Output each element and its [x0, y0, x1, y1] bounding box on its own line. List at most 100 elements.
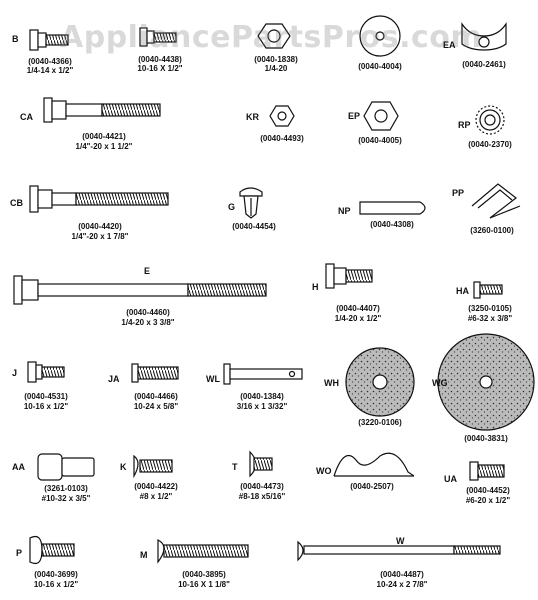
part-w-letter: W	[396, 536, 405, 546]
part-wh-drawing	[345, 347, 415, 417]
part-kr-drawing	[269, 105, 295, 127]
part-ua-letter: UA	[444, 474, 457, 484]
part-k-drawing	[133, 454, 173, 479]
part-rp-drawing	[475, 105, 505, 135]
part-ca-code: (0040-4421)	[82, 132, 126, 141]
part-wl-drawing	[223, 363, 303, 385]
part-ea-code: (0040-2461)	[462, 60, 506, 69]
part-b-letter: B	[12, 34, 19, 44]
part-k-letter: K	[120, 462, 127, 472]
part-ea-letter: EA	[443, 40, 456, 50]
part-ua-drawing	[469, 461, 505, 481]
part-j-drawing	[27, 361, 65, 383]
part-np-code: (0040-4308)	[370, 220, 414, 229]
part-ca-size: 1/4"-20 x 1 1/2"	[75, 142, 133, 151]
part-j-size: 10-16 x 1/2"	[23, 402, 69, 411]
part-ja-code: (0040-4466)	[134, 392, 178, 401]
part-m-size: 10-16 X 1 1/8"	[178, 580, 230, 589]
part-washer-code: (0040-4004)	[358, 62, 402, 71]
part-wl-letter: WL	[206, 374, 220, 384]
part-cb-size: 1/4"-20 x 1 7/8"	[71, 232, 129, 241]
part-ea-drawing	[461, 22, 507, 51]
part-pp-letter: PP	[452, 188, 465, 198]
part-p-size: 10-16 x 1/2"	[33, 580, 79, 589]
part-t-letter: T	[232, 462, 238, 472]
part-aa-size: #10-32 x 3/5"	[41, 494, 91, 503]
part-wg-drawing	[437, 333, 535, 431]
part-np-drawing	[359, 201, 426, 215]
part-w-code: (0040-4487)	[380, 570, 424, 579]
part-t-drawing	[249, 450, 273, 478]
part-aa-drawing	[37, 453, 95, 481]
part-d-size: 10-16 X 1/2"	[137, 64, 183, 73]
part-e-code: (0040-4460)	[126, 308, 170, 317]
part-p-drawing	[29, 535, 75, 565]
part-w-drawing	[297, 540, 501, 562]
part-wo-code: (0040-2507)	[350, 482, 394, 491]
part-k-code: (0040-4422)	[134, 482, 178, 491]
part-ep-drawing	[363, 101, 399, 131]
part-ha-code: (3250-0105)	[468, 304, 512, 313]
part-ep-letter: EP	[348, 111, 361, 121]
part-m-letter: M	[140, 550, 148, 560]
part-b-size: 1/4-14 x 1/2"	[26, 66, 74, 75]
part-pp-drawing	[471, 183, 521, 219]
part-ha-size: #6-32 x 3/8"	[467, 314, 513, 323]
part-e-drawing	[13, 275, 267, 305]
part-wh-code: (3220-0106)	[358, 418, 402, 427]
part-cb-code: (0040-4420)	[78, 222, 122, 231]
part-w-size: 10-24 x 2 7/8"	[376, 580, 428, 589]
part-ca-letter: CA	[20, 112, 33, 122]
part-d-drawing	[139, 27, 177, 47]
part-t-code: (0040-4473)	[240, 482, 284, 491]
part-wg-code: (0040-3831)	[464, 434, 508, 443]
part-b-drawing	[29, 29, 69, 51]
part-b-code: (0040-4366)	[28, 57, 72, 66]
part-m-drawing	[157, 539, 249, 564]
part-m-code: (0040-3895)	[182, 570, 226, 579]
part-kr-code: (0040-4493)	[260, 134, 304, 143]
part-ha-letter: HA	[456, 286, 469, 296]
part-t-size: #8-18 x5/16"	[238, 492, 286, 501]
part-rp-letter: RP	[458, 120, 471, 130]
part-j-letter: J	[12, 368, 18, 378]
part-h-size: 1/4-20 x 1/2"	[334, 314, 382, 323]
part-h-drawing	[325, 263, 373, 289]
part-wo-drawing	[333, 452, 415, 477]
part-g-code: (0040-4454)	[232, 222, 276, 231]
part-nut-drawing	[257, 23, 291, 49]
part-ua-code: (0040-4452)	[466, 486, 510, 495]
part-aa-letter: AA	[12, 462, 25, 472]
part-e-letter: E	[144, 266, 151, 276]
part-cb-drawing	[29, 185, 169, 213]
part-np-letter: NP	[338, 206, 351, 216]
part-k-size: #8 x 1/2"	[139, 492, 173, 501]
part-wl-code: (0040-1384)	[240, 392, 284, 401]
part-g-letter: G	[228, 202, 236, 212]
part-ha-drawing	[473, 281, 503, 299]
part-g-drawing	[239, 187, 263, 219]
part-ja-drawing	[131, 363, 179, 383]
part-ja-size: 10-24 x 5/8"	[133, 402, 179, 411]
part-ep-code: (0040-4005)	[358, 136, 402, 145]
part-wl-size: 3/16 x 1 3/32"	[236, 402, 288, 411]
part-p-code: (0040-3699)	[34, 570, 78, 579]
part-ja-letter: JA	[108, 374, 120, 384]
part-washer-drawing	[359, 15, 401, 57]
part-wh-letter: WH	[324, 378, 339, 388]
part-wg-letter: WG	[432, 378, 448, 388]
part-nut-size: 1/4-20	[264, 64, 288, 73]
part-h-code: (0040-4407)	[336, 304, 380, 313]
part-aa-code: (3261-0103)	[44, 484, 88, 493]
part-ca-drawing	[43, 97, 161, 123]
part-ua-size: #6-20 x 1/2"	[465, 496, 511, 505]
part-d-code: (0040-4438)	[138, 55, 182, 64]
part-pp-code: (3260-0100)	[470, 226, 514, 235]
part-wo-letter: WO	[316, 466, 332, 476]
part-nut-code: (0040-1838)	[254, 55, 298, 64]
part-rp-code: (0040-2370)	[468, 140, 512, 149]
part-cb-letter: CB	[10, 198, 23, 208]
part-e-size: 1/4-20 x 3 3/8"	[121, 318, 175, 327]
